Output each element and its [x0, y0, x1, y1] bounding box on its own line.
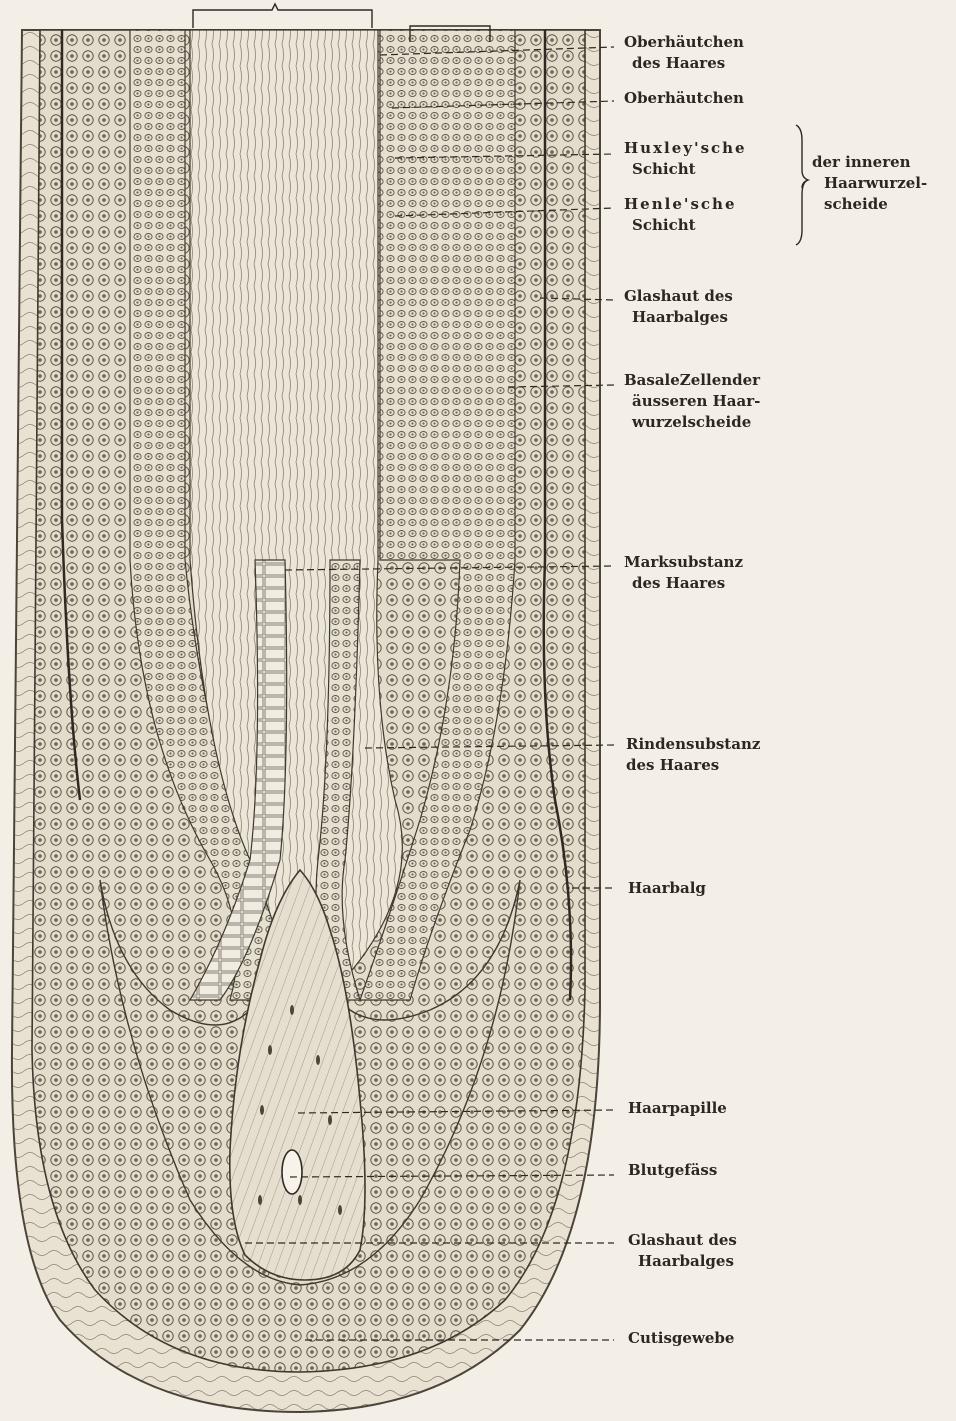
label-line: Oberhäutchen [624, 88, 744, 109]
label-basale-zellen: BasaleZellender äusseren Haar- wurzelsch… [624, 370, 760, 433]
label-line: scheide [812, 194, 927, 215]
label-line: wurzelscheide [624, 412, 760, 433]
label-line: Haarbalges [624, 307, 733, 328]
label-cutisgewebe: Cutisgewebe [628, 1328, 734, 1349]
label-haarpapille: Haarpapille [628, 1098, 727, 1119]
label-line: Schicht [624, 159, 747, 180]
blood-vessel [282, 1150, 302, 1194]
top-bracket [193, 4, 372, 28]
label-line: Marksubstanz [624, 552, 743, 573]
brace-henle [796, 180, 808, 245]
label-line: des Haares [626, 755, 760, 776]
label-line: Oberhäutchen [624, 32, 744, 53]
brace-huxley [796, 125, 808, 188]
label-henle-schicht: Henle'sche Schicht [624, 194, 736, 236]
label-line: Haarwurzel- [812, 173, 927, 194]
label-oberhautchen-des-haares: Oberhäutchen des Haares [624, 32, 744, 74]
label-line: Haarbalg [628, 878, 706, 899]
label-blutgefass: Blutgefäss [628, 1160, 717, 1181]
label-line: Huxley'sche [624, 138, 747, 159]
label-line: Haarbalges [628, 1251, 737, 1272]
label-marksubstanz: Marksubstanz des Haares [624, 552, 743, 594]
label-line: des Haares [624, 53, 744, 74]
label-line: äusseren Haar- [624, 391, 760, 412]
label-line: BasaleZellender [624, 370, 760, 391]
label-line: Cutisgewebe [628, 1328, 734, 1349]
label-glashaut-bottom: Glashaut des Haarbalges [628, 1230, 737, 1272]
label-line: Glashaut des [624, 286, 733, 307]
label-line: Haarpapille [628, 1098, 727, 1119]
label-oberhautchen: Oberhäutchen [624, 88, 744, 109]
label-line: des Haares [624, 573, 743, 594]
label-line: Rindensubstanz [626, 734, 760, 755]
label-line: Schicht [624, 215, 736, 236]
label-line: Blutgefäss [628, 1160, 717, 1181]
label-line: Glashaut des [628, 1230, 737, 1251]
label-glashaut-top: Glashaut des Haarbalges [624, 286, 733, 328]
label-haarbalg: Haarbalg [628, 878, 706, 899]
label-line: Henle'sche [624, 194, 736, 215]
label-line: der inneren [812, 152, 927, 173]
label-huxley-schicht: Huxley'sche Schicht [624, 138, 747, 180]
label-rindensubstanz: Rindensubstanz des Haares [626, 734, 760, 776]
label-inner-root-sheath-group: der inneren Haarwurzel- scheide [812, 152, 927, 215]
